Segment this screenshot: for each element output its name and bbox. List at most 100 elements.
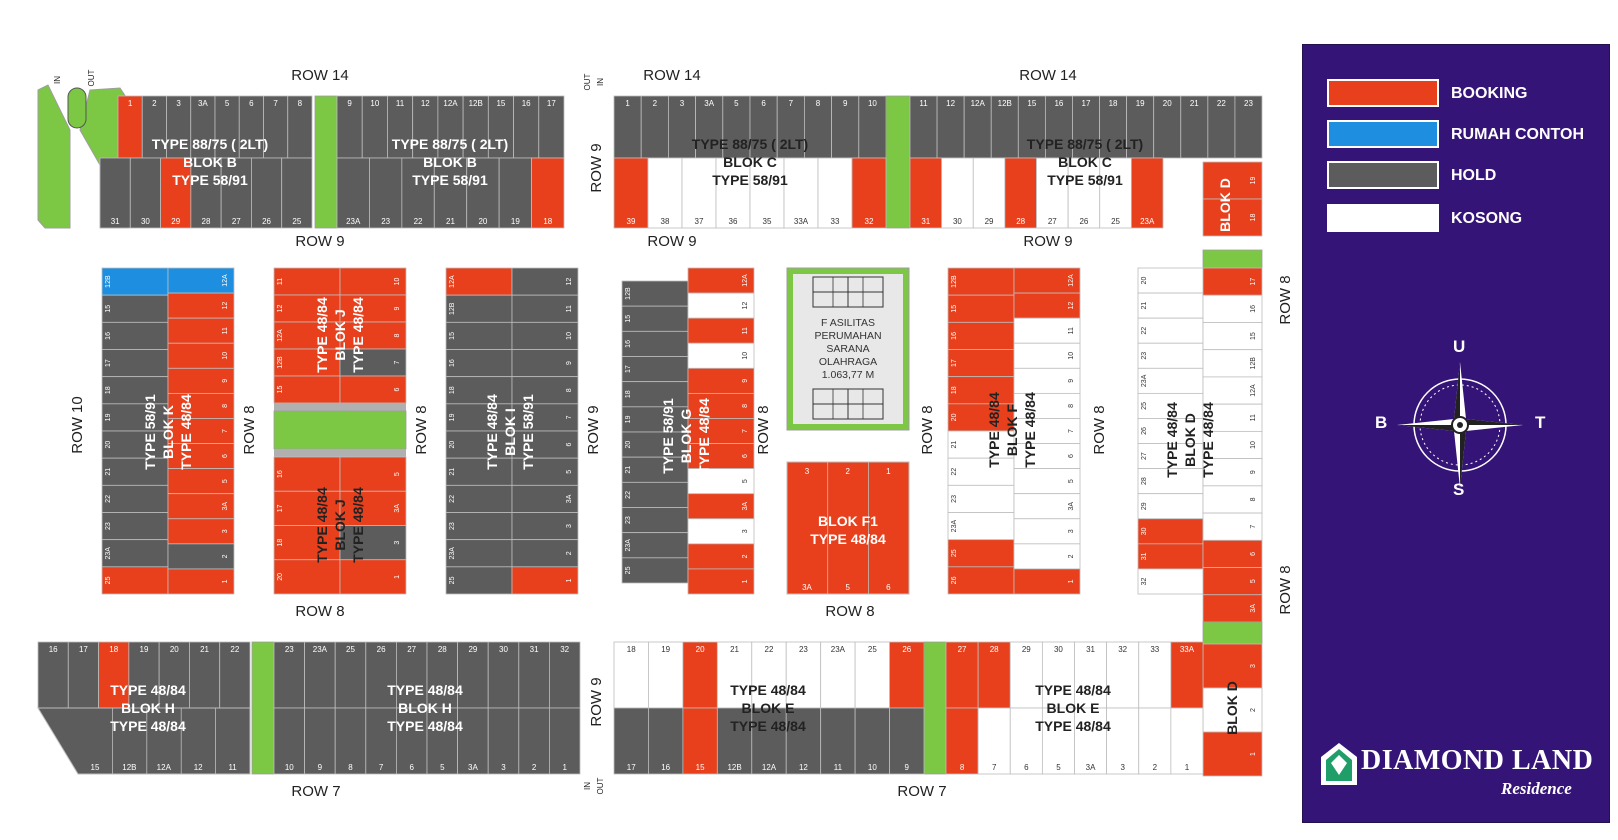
road-row14-3: ROW 14 <box>1019 67 1077 84</box>
blok-h-corner <box>37 707 251 775</box>
lot-number-b_top2-17: 17 <box>547 99 556 108</box>
lot-b_top2-12A <box>437 95 464 159</box>
road-row14-2: ROW 14 <box>643 67 701 84</box>
lot-j_l1-12 <box>273 294 341 323</box>
lot-number-b_bot2-21: 21 <box>446 217 455 226</box>
lot-f_left-18 <box>947 376 1015 405</box>
block-label-line: TYPE 88/75 ( 2LT) <box>392 136 508 152</box>
block-label-line: BLOK F <box>1004 404 1020 457</box>
lot-number-d_left-32: 32 <box>1141 577 1148 585</box>
lot-f_right-1 <box>1013 568 1081 595</box>
compass-south: S <box>1453 480 1465 499</box>
lot-number-h_top-19: 19 <box>140 645 149 654</box>
lot-number-d_left-26: 26 <box>1141 427 1148 435</box>
lot-number-k_left-19: 19 <box>105 413 112 421</box>
lot-number-j_l1-11: 11 <box>277 278 284 285</box>
lot-number-b_top2-12: 12 <box>421 99 430 108</box>
label-blok-d-bot: BLOK D <box>1224 681 1240 735</box>
lot-h_bot2-1 <box>549 707 581 775</box>
block-label-line: TYPE 48/84 <box>484 394 500 470</box>
lot-number-h_top2-27: 27 <box>407 645 416 654</box>
lot-number-g_left-22: 22 <box>625 491 632 499</box>
lot-number-j_l2-18: 18 <box>277 539 284 547</box>
lot-c_bot2-28 <box>1004 157 1037 229</box>
lot-number-e_bot2-7: 7 <box>992 763 997 772</box>
lot-e_bot-12B <box>716 707 753 775</box>
lot-h_bot2-8 <box>334 707 367 775</box>
lot-number-i_right-6: 6 <box>566 443 573 447</box>
lot-number-d_left-30: 30 <box>1141 527 1148 535</box>
lot-b_bot-31 <box>99 157 131 229</box>
gate-in-label-2: IN <box>596 78 605 86</box>
label-blok-d-top: BLOK D <box>1217 178 1233 232</box>
green-strip-d1 <box>1202 249 1263 269</box>
lot-h_top-17 <box>67 641 99 709</box>
lot-j_r2-1 <box>339 559 407 595</box>
blok-f1-area <box>786 461 910 595</box>
green-strip-d2 <box>1202 621 1263 645</box>
lot-e_top2-28 <box>977 641 1011 709</box>
lot-number-g_left-12B: 12B <box>625 287 632 300</box>
lot-number-j_r1-7: 7 <box>394 360 401 364</box>
legend-label-hold: HOLD <box>1451 167 1497 184</box>
lot-number-f_left-22: 22 <box>951 468 958 476</box>
lot-f_right-8 <box>1013 392 1081 419</box>
lot-number-b_top-2: 2 <box>152 99 157 108</box>
lot-number-i_left-15: 15 <box>449 332 456 340</box>
lot-h_bot2-2 <box>518 707 550 775</box>
lot-j_l2-18 <box>273 525 341 561</box>
lot-f_left-23A <box>947 512 1015 541</box>
lot-i_left-22 <box>445 484 513 513</box>
lot-k_left-21 <box>101 457 169 486</box>
lot-number-b_bot-27: 27 <box>232 217 241 226</box>
lot-number-g_right-5: 5 <box>742 479 749 483</box>
lot-i_right-7 <box>511 403 579 432</box>
lot-number-j_r2-5: 5 <box>394 472 401 476</box>
lot-f_right-7 <box>1013 418 1081 444</box>
lot-g_right-8 <box>687 392 755 419</box>
lot-number-g_left-23: 23 <box>625 516 632 524</box>
lot-c_bot2-26 <box>1067 157 1101 229</box>
lot-number-f_left-17: 17 <box>951 359 958 367</box>
block-label-line: BLOK E <box>742 700 795 716</box>
legend-hold: HOLD <box>1327 161 1617 195</box>
brand-logo: DIAMOND LAND Residence <box>1311 741 1601 811</box>
lot-number-k_right-6: 6 <box>222 454 229 458</box>
lot-number-b_top-5: 5 <box>225 99 230 108</box>
green-strip-h <box>251 641 275 775</box>
lot-number-f_right-1: 1 <box>1068 579 1075 583</box>
facility-label-line: F ASILITAS <box>821 317 875 329</box>
lot-d_left-22 <box>1137 317 1204 344</box>
lot-number-e_top2-33: 33 <box>1150 645 1159 654</box>
lot-e_bot2-3 <box>1106 707 1140 775</box>
lot-d_right-11 <box>1202 403 1263 432</box>
lot-number-i_left-20: 20 <box>449 441 456 449</box>
lot-e_top-23A <box>820 641 856 709</box>
lot-f_right-3 <box>1013 518 1081 545</box>
lot-number-c_top-7: 7 <box>789 99 794 108</box>
lot-number-j_r1-10: 10 <box>394 278 401 286</box>
lot-number-c_bot2-23A: 23A <box>1140 217 1155 226</box>
lot-number-h_top2-30: 30 <box>499 645 508 654</box>
lot-number-g_right-7: 7 <box>742 429 749 433</box>
lot-number-f_left-23: 23 <box>951 495 958 503</box>
road-row10: ROW 10 <box>69 396 86 454</box>
lot-number-e_top-18: 18 <box>627 645 636 654</box>
lot-number-h_top-22: 22 <box>230 645 239 654</box>
block-label-line: BLOK B <box>183 154 237 170</box>
lot-number-f_left-26: 26 <box>951 576 958 584</box>
block-label-line: TYPE 58/91 <box>712 172 788 188</box>
lot-i_right-9 <box>511 349 579 378</box>
lot-number-j_l2-17: 17 <box>277 504 284 512</box>
lot-d_top-18 <box>1202 198 1263 237</box>
lot-number-h_bot2-8: 8 <box>348 763 353 772</box>
facility-label-line: SARANA <box>826 343 869 355</box>
lot-number-h_bot2-5: 5 <box>440 763 445 772</box>
block-label-line: TYPE 58/91 <box>142 394 158 470</box>
lot-number-h_bot2-2: 2 <box>532 763 537 772</box>
lot-number-e_top-23A: 23A <box>831 645 846 654</box>
lot-number-e_top-23: 23 <box>799 645 808 654</box>
lot-number-j_l1-15: 15 <box>277 386 284 394</box>
